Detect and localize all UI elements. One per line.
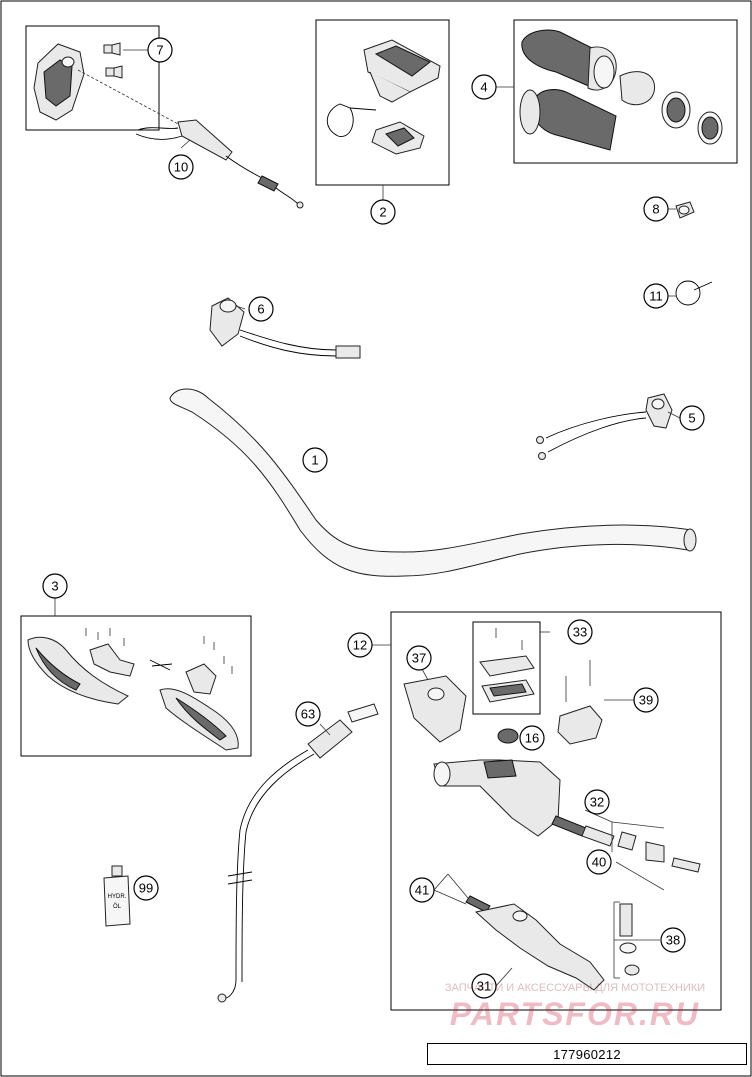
callout-11: 11 [643,283,669,309]
switch-part-5 [536,393,673,460]
box-part-33 [472,621,541,715]
callout-37: 37 [406,645,432,671]
box-part-4 [513,19,738,164]
svg-text:10: 10 [174,160,188,175]
callout-3: 3 [42,573,68,599]
box-part-3 [20,615,252,757]
callout-99: 99 [133,875,159,901]
bottle-label-line2: ÖL [113,903,122,910]
svg-text:63: 63 [301,707,315,722]
callout-7: 7 [147,37,173,63]
switch-part-6 [209,297,361,359]
reference-number: 177960212 [553,1046,621,1062]
svg-text:99: 99 [139,881,153,896]
grips [519,29,723,151]
bottle-label-line1: HYDR. [108,894,127,900]
svg-text:3: 3 [51,579,58,594]
svg-text:7: 7 [156,43,163,58]
throttle-cable [135,119,304,209]
svg-text:12: 12 [353,638,367,653]
svg-text:16: 16 [525,731,539,746]
callout-40: 40 [586,849,612,875]
callout-12: 12 [347,632,373,658]
callout-38: 38 [660,927,686,953]
handlebar [169,388,697,577]
svg-text:2: 2 [379,205,386,220]
callout-5: 5 [679,405,705,431]
svg-text:32: 32 [590,795,604,810]
svg-text:33: 33 [573,625,587,640]
svg-text:37: 37 [412,651,426,666]
svg-text:40: 40 [592,855,606,870]
clutch-hose [217,703,379,1003]
clip-part-8 [675,201,695,219]
svg-text:4: 4 [480,80,487,95]
svg-text:6: 6 [257,302,264,317]
leader-lines [54,49,681,987]
reference-number-box: 177960212 [427,1043,747,1065]
svg-text:38: 38 [666,933,680,948]
callout-6: 6 [248,296,274,322]
callout-4: 4 [471,74,497,100]
callout-41: 41 [409,877,435,903]
svg-text:8: 8 [652,202,659,217]
callout-10: 10 [168,154,194,180]
callout-31: 31 [471,973,497,999]
callout-63: 63 [295,701,321,727]
master-cylinder-group [403,628,701,991]
switch-unit [326,39,441,155]
callout-32: 32 [584,789,610,815]
box-throttle-housing [25,25,160,131]
svg-text:31: 31 [477,979,491,994]
callout-1: 1 [302,447,328,473]
hydraulic-oil-bottle [103,865,131,927]
handguards [27,628,239,751]
throttle-housing [33,42,181,126]
box-part-12 [390,611,722,1011]
callout-2: 2 [370,199,396,225]
svg-text:1: 1 [311,453,318,468]
svg-text:11: 11 [649,289,663,304]
svg-text:5: 5 [688,411,695,426]
svg-text:41: 41 [415,883,429,898]
cable-tie-part-11 [675,280,713,306]
callout-16: 16 [519,725,545,751]
box-part-2 [315,19,450,186]
callout-39: 39 [633,687,659,713]
callout-33: 33 [567,619,593,645]
svg-text:39: 39 [639,693,653,708]
callout-8: 8 [643,196,669,222]
